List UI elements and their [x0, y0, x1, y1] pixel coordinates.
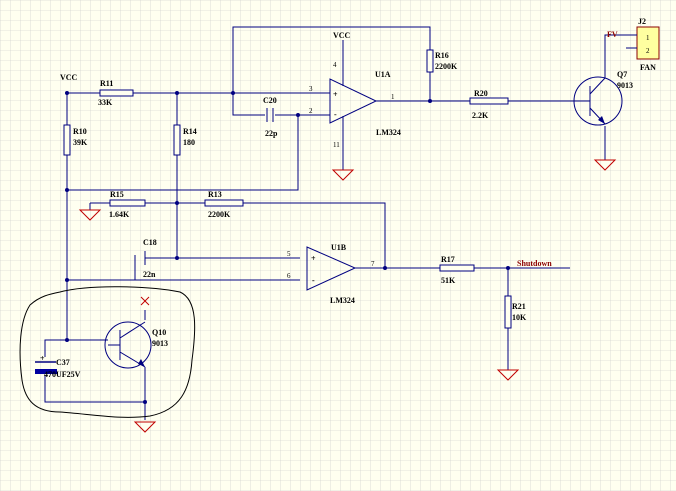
- r14-value: 180: [183, 138, 195, 147]
- junction-dot: [65, 188, 69, 192]
- resistor-r10[interactable]: [63, 124, 71, 156]
- junction-dot: [296, 113, 300, 117]
- u1b-plus: +: [311, 254, 316, 263]
- junction-dot: [175, 91, 179, 95]
- pin-7: 7: [371, 260, 375, 268]
- junction-dot: [143, 400, 147, 404]
- ground-symbol-q7: [593, 159, 617, 171]
- r15-ref: R15: [110, 190, 124, 199]
- j2-ref: J2: [638, 17, 646, 26]
- c37-ref: C37: [56, 358, 70, 367]
- junction-dot: [65, 338, 69, 342]
- ground-symbol-r15: [78, 209, 102, 221]
- shutdown-net-label: Shutdown: [517, 259, 552, 268]
- ground-symbol-q10: [133, 421, 157, 433]
- pin-1: 1: [391, 93, 395, 101]
- junction-dot: [428, 99, 432, 103]
- c20-ref: C20: [263, 96, 277, 105]
- resistor-r21[interactable]: [504, 295, 512, 329]
- no-connect-mark: [140, 296, 150, 306]
- q7-ref: Q7: [617, 70, 627, 79]
- pin-6: 6: [287, 272, 291, 280]
- connector-j2[interactable]: [626, 26, 660, 60]
- junction-dot: [65, 278, 69, 282]
- pin-4: 4: [333, 61, 337, 69]
- r17-ref: R17: [441, 255, 455, 264]
- j2-pin-2: 2: [646, 47, 650, 55]
- r16-ref: R16: [435, 51, 449, 60]
- vcc-label-left: VCC: [60, 73, 78, 82]
- junction-dot: [175, 256, 179, 260]
- ground-symbol-u1a: [331, 169, 355, 181]
- j2-name: FAN: [640, 63, 656, 72]
- capacitor-c20[interactable]: [266, 108, 274, 122]
- opamp-u1a[interactable]: [329, 78, 378, 124]
- r21-value: 10K: [512, 313, 527, 322]
- r15-value: 1.64K: [109, 210, 130, 219]
- u1a-ref: U1A: [375, 70, 391, 79]
- pin-11: 11: [333, 141, 340, 149]
- r16-value: 2200K: [435, 62, 458, 71]
- r20-ref: R20: [474, 89, 488, 98]
- r21-ref: R21: [512, 302, 526, 311]
- u1a-part: LM324: [376, 128, 401, 137]
- c37-value: 470UF25V: [44, 370, 81, 379]
- u1b-ref: U1B: [331, 243, 347, 252]
- capacitor-c37[interactable]: [35, 361, 57, 374]
- q7-part: 9013: [617, 81, 633, 90]
- r13-value: 2200K: [208, 210, 231, 219]
- junction-dot: [506, 266, 510, 270]
- junction-dot: [383, 266, 387, 270]
- pin-2: 2: [309, 107, 313, 115]
- r10-value: 39K: [73, 138, 88, 147]
- u1b-minus: -: [312, 276, 315, 285]
- opamp-u1b[interactable]: [306, 246, 357, 291]
- r10-ref: R10: [73, 127, 87, 136]
- c18-ref: C18: [143, 238, 157, 247]
- r11-value: 33K: [98, 98, 113, 107]
- q10-ref: Q10: [152, 328, 166, 337]
- q10-part: 9013: [152, 339, 168, 348]
- r17-value: 51K: [441, 276, 456, 285]
- junction-dot: [175, 201, 179, 205]
- r20-value: 2.2K: [472, 111, 489, 120]
- hand-drawn-outline: [19, 286, 196, 418]
- junctions: [65, 91, 510, 404]
- transistor-q7[interactable]: [573, 70, 623, 126]
- wires: [44, 26, 626, 420]
- r11-ref: R11: [100, 79, 113, 88]
- u1a-minus: -: [334, 110, 337, 119]
- c20-value: 22p: [265, 129, 278, 138]
- transistor-q10[interactable]: [104, 321, 152, 369]
- resistor-r15[interactable]: [109, 199, 146, 207]
- u1b-part: LM324: [330, 296, 355, 305]
- fv-net-label: FV: [607, 30, 618, 39]
- resistor-r17[interactable]: [439, 264, 475, 272]
- resistor-r13[interactable]: [204, 199, 244, 207]
- r14-ref: R14: [183, 127, 197, 136]
- resistor-r20[interactable]: [469, 97, 509, 105]
- resistor-r16[interactable]: [426, 49, 434, 73]
- c18-value: 22n: [143, 270, 156, 279]
- junction-dot: [65, 91, 69, 95]
- u1a-plus: +: [333, 90, 338, 99]
- resistor-r14[interactable]: [173, 124, 181, 156]
- resistor-r11[interactable]: [99, 89, 134, 97]
- r13-ref: R13: [208, 190, 222, 199]
- ground-symbol-r21: [496, 369, 520, 381]
- j2-pin-1: 1: [646, 34, 650, 42]
- pin-3: 3: [309, 85, 313, 93]
- pin-5: 5: [287, 250, 291, 258]
- vcc-label-top: VCC: [333, 31, 351, 40]
- capacitor-c18[interactable]: [134, 251, 146, 268]
- junction-dot: [231, 91, 235, 95]
- c37-plus: +: [40, 354, 45, 363]
